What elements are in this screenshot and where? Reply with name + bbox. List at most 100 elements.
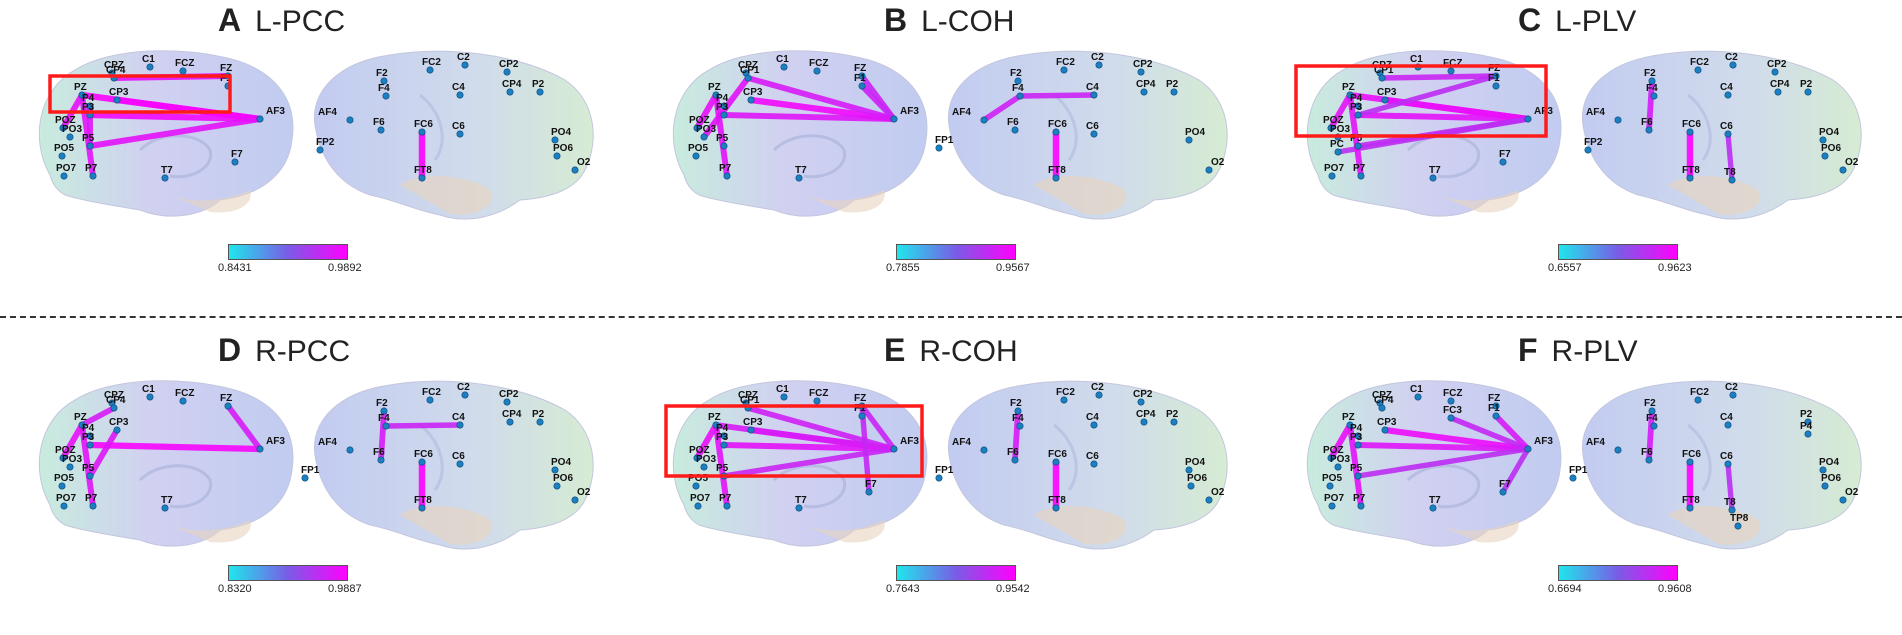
electrode-node xyxy=(1170,88,1178,96)
electrode-node xyxy=(1095,391,1103,399)
electrode-label: P4 xyxy=(716,93,729,104)
electrode-label: F4 xyxy=(1012,83,1024,94)
colorbar-min-label: 0.8431 xyxy=(218,262,252,274)
electrode-node xyxy=(503,398,511,406)
electrode-label: C6 xyxy=(1720,451,1733,462)
electrode-node xyxy=(980,116,988,124)
electrode-label: PO5 xyxy=(1322,473,1342,484)
electrode-label: PO6 xyxy=(553,473,573,484)
electrode-label: C6 xyxy=(1086,451,1099,462)
electrode-node xyxy=(461,61,469,69)
connection-edge xyxy=(1355,73,1499,118)
electrode-label: O2 xyxy=(577,157,591,168)
electrode-label: FT8 xyxy=(1682,165,1700,176)
electrode-node xyxy=(723,502,731,510)
electrode-label: P3 xyxy=(1350,102,1363,113)
electrode-label: FCZ xyxy=(175,388,194,399)
electrode-label: P7 xyxy=(85,493,98,504)
electrode-label: PO7 xyxy=(56,163,76,174)
electrode-node xyxy=(1170,418,1178,426)
electrode-label: PO4 xyxy=(551,127,571,138)
electrode-label: P3 xyxy=(82,102,95,113)
electrode-label: PZ xyxy=(708,82,721,93)
electrode-node xyxy=(1140,418,1148,426)
colorbar xyxy=(228,244,348,260)
electrode-label: FC6 xyxy=(414,449,433,460)
panel-letter: D xyxy=(218,332,242,368)
electrode-label: T7 xyxy=(795,165,807,176)
electrode-node xyxy=(1357,502,1365,510)
electrode-node xyxy=(795,174,803,182)
colorbar-min-label: 0.6557 xyxy=(1548,262,1582,274)
electrode-node xyxy=(1095,61,1103,69)
electrode-node xyxy=(146,393,154,401)
electrode-label: C1 xyxy=(776,384,789,395)
electrode-label: F1 xyxy=(1488,403,1500,414)
colorbar-min-label: 0.6694 xyxy=(1548,583,1582,595)
electrode-node xyxy=(1686,174,1694,182)
electrode-node xyxy=(1327,454,1335,462)
electrode-label: T7 xyxy=(795,495,807,506)
colorbar-max-label: 0.9567 xyxy=(996,262,1030,274)
connection-edge xyxy=(1448,415,1531,452)
electrode-label: F7 xyxy=(865,479,877,490)
electrode-node xyxy=(1804,88,1812,96)
electrode-label: C4 xyxy=(1720,412,1733,423)
electrode-node xyxy=(780,63,788,71)
electrode-label: P2 xyxy=(1800,79,1813,90)
electrode-node xyxy=(536,418,544,426)
electrode-label: CPZ xyxy=(104,390,124,401)
panel-letter: A xyxy=(218,2,242,38)
electrode-label: C6 xyxy=(452,121,465,132)
electrode-label: FP2 xyxy=(1584,137,1603,148)
colorbar xyxy=(896,565,1016,581)
electrode-node xyxy=(1524,115,1532,123)
connection-edge xyxy=(1346,91,1532,123)
electrode-label: C4 xyxy=(452,412,465,423)
electrode-node xyxy=(1334,463,1342,471)
electrode-node xyxy=(86,142,94,150)
electrode-label: AF3 xyxy=(900,436,919,447)
electrode-label: FT8 xyxy=(414,495,432,506)
electrode-label: FC6 xyxy=(414,119,433,130)
electrode-label: AF4 xyxy=(1586,437,1605,448)
electrode-node xyxy=(179,67,187,75)
electrode-node xyxy=(89,172,97,180)
electrode-label: PO5 xyxy=(688,473,708,484)
electrode-node xyxy=(461,391,469,399)
electrode-node xyxy=(1354,472,1362,480)
electrode-node xyxy=(858,72,866,80)
electrode-node xyxy=(1447,67,1455,75)
electrode-node xyxy=(1839,496,1847,504)
electrode-label: T7 xyxy=(1429,165,1441,176)
connection-edge xyxy=(87,116,263,149)
electrode-label: F4 xyxy=(378,413,390,424)
electrode-node xyxy=(1327,124,1335,132)
electrode-label: FZ xyxy=(220,63,232,74)
electrode-node xyxy=(1728,176,1736,184)
electrode-label: P4 xyxy=(1350,423,1363,434)
electrode-label: F2 xyxy=(1644,398,1656,409)
electrode-label: P2 xyxy=(532,409,545,420)
electrode-label: F6 xyxy=(1007,117,1019,128)
electrode-label: F2 xyxy=(1010,68,1022,79)
electrode-label: FCZ xyxy=(1443,388,1462,399)
electrode-node xyxy=(1381,426,1389,434)
electrode-label: CP4 xyxy=(1136,79,1156,90)
electrode-node xyxy=(1839,166,1847,174)
electrode-node xyxy=(813,67,821,75)
connection-edge xyxy=(693,421,720,462)
connection-edge xyxy=(859,403,897,452)
electrode-label: CP4 xyxy=(1136,409,1156,420)
electrode-label: FT8 xyxy=(1682,495,1700,506)
electrode-label: AF3 xyxy=(900,106,919,117)
electrode-label: PZ xyxy=(74,412,87,423)
electrode-node xyxy=(744,74,752,82)
connection-edge xyxy=(693,91,720,132)
electrode-label: CP4 xyxy=(502,79,522,90)
electrode-node xyxy=(813,397,821,405)
electrode-label: P5 xyxy=(82,133,95,144)
